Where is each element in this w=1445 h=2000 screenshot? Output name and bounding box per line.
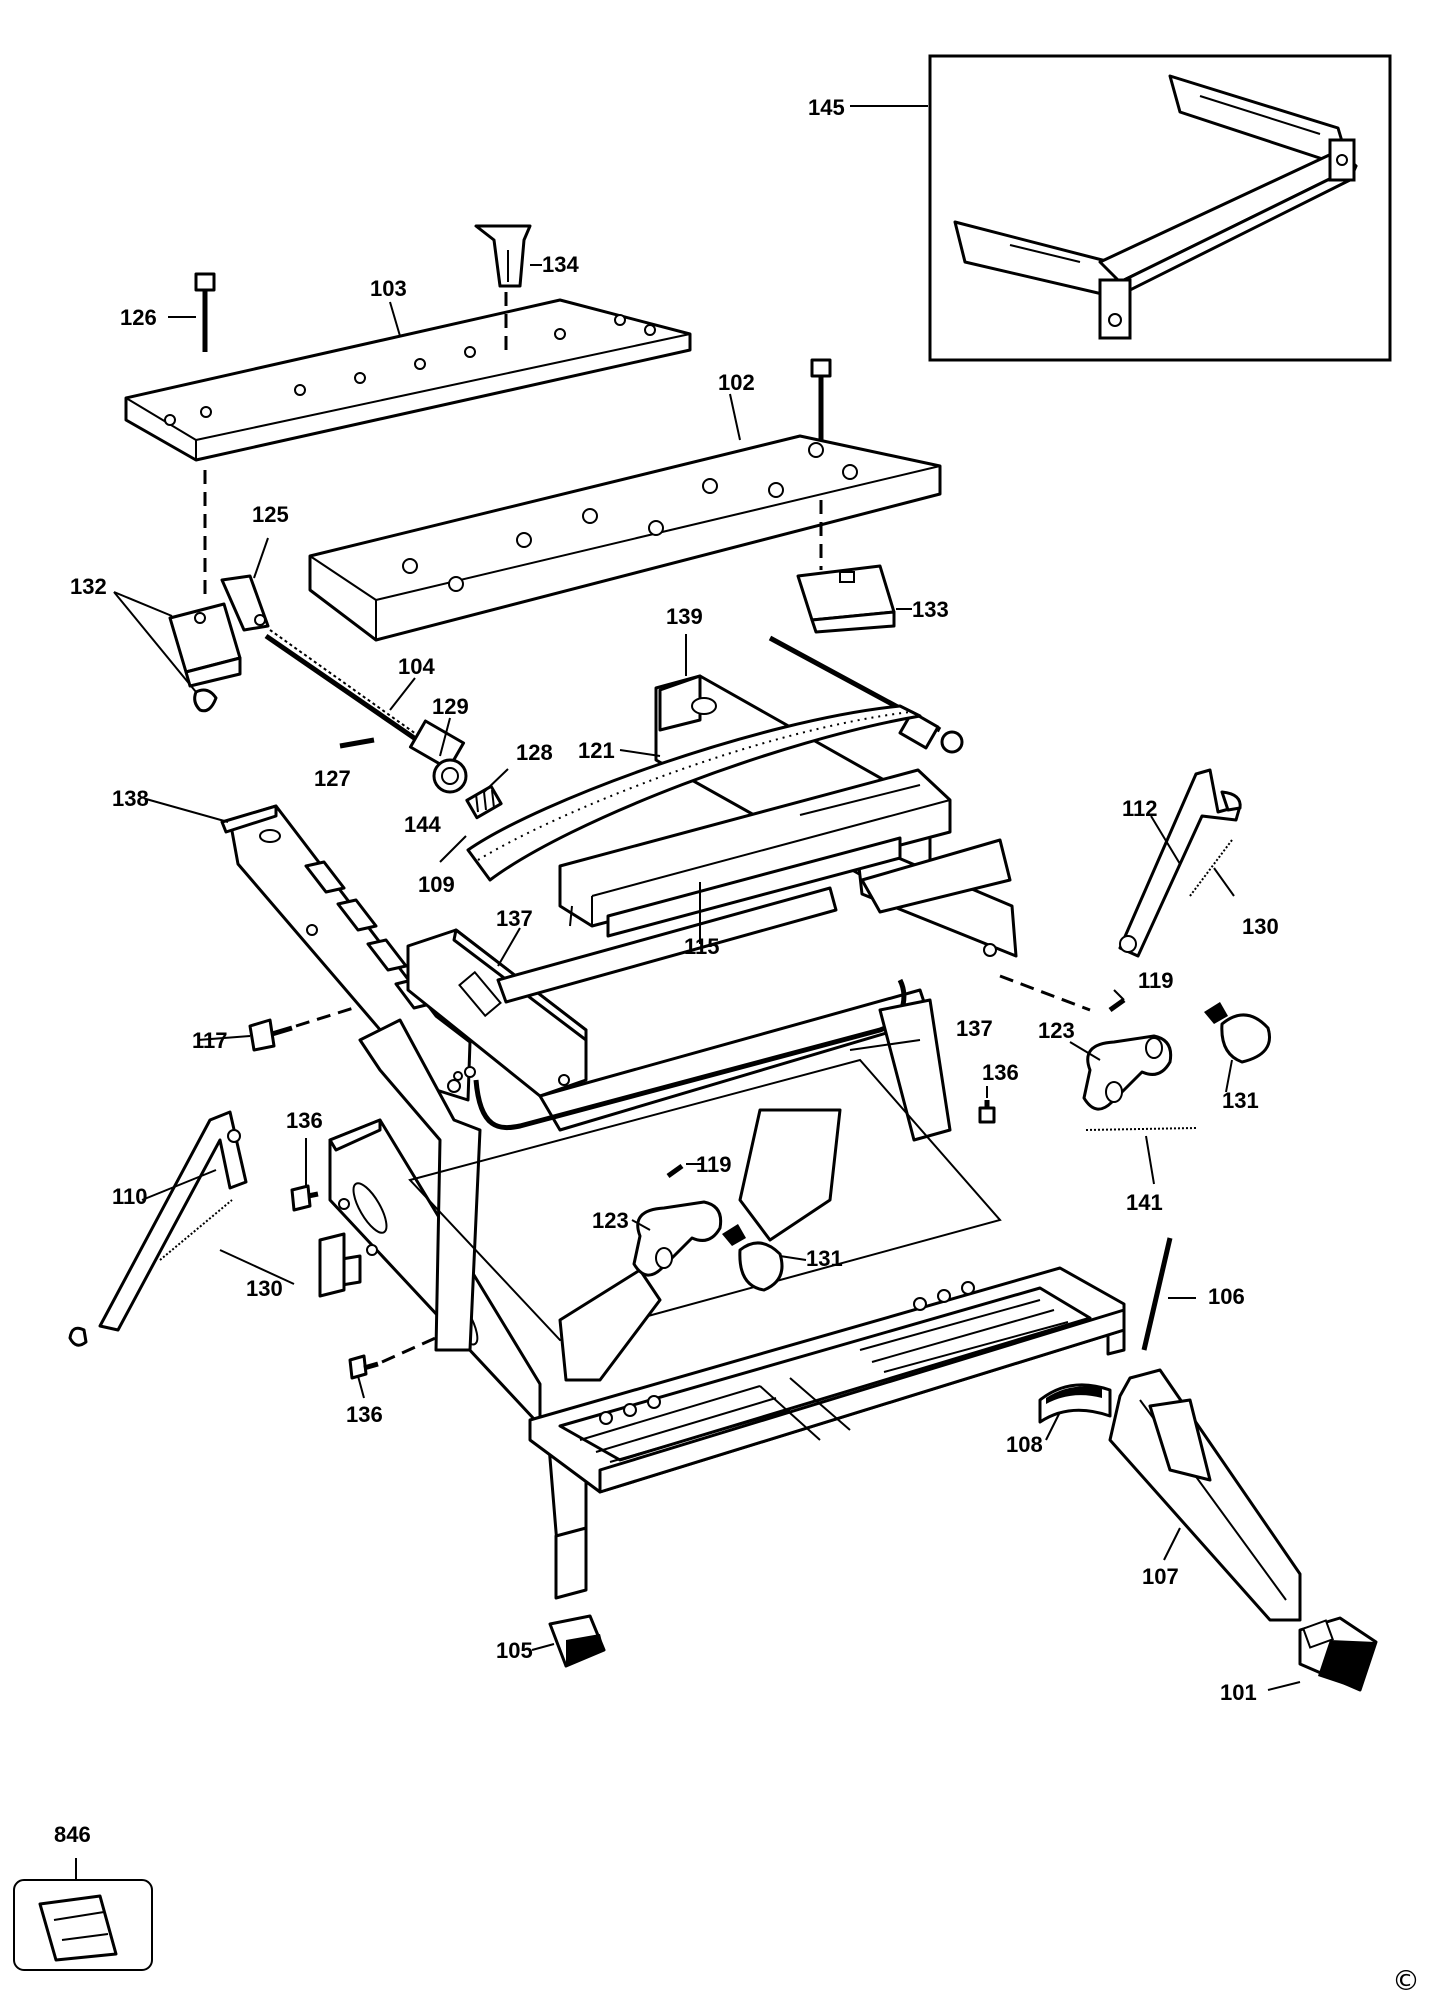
vise-jaw-103 bbox=[124, 298, 692, 462]
rail-137 bbox=[496, 886, 932, 1132]
label-134: 134 bbox=[542, 252, 579, 277]
bolt-126 bbox=[194, 272, 216, 352]
label-119-center: 119 bbox=[696, 1152, 732, 1177]
pivot-123-right bbox=[1082, 1034, 1173, 1111]
frame-rail-upper bbox=[860, 838, 1012, 914]
pin-119-right bbox=[1108, 997, 1126, 1013]
label-137-upper: 137 bbox=[496, 906, 533, 931]
screw-136-a bbox=[290, 1184, 319, 1212]
label-108: 108 bbox=[1006, 1432, 1043, 1457]
screw-117 bbox=[248, 1018, 293, 1052]
pin-127 bbox=[339, 737, 375, 749]
leg-107 bbox=[1108, 1368, 1302, 1622]
label-136-left: 136 bbox=[286, 1108, 323, 1133]
label-109: 109 bbox=[418, 872, 455, 897]
main-frame bbox=[318, 998, 1126, 1600]
foot-105 bbox=[548, 1614, 606, 1668]
label-139: 139 bbox=[666, 604, 703, 629]
label-105: 105 bbox=[496, 1638, 533, 1663]
label-141: 141 bbox=[1126, 1190, 1163, 1215]
label-121: 121 bbox=[578, 738, 615, 763]
label-138: 138 bbox=[112, 786, 149, 811]
label-125: 125 bbox=[252, 502, 289, 527]
label-102: 102 bbox=[718, 370, 755, 395]
label-131-center: 131 bbox=[806, 1246, 843, 1271]
label-129: 129 bbox=[432, 694, 469, 719]
label-846: 846 bbox=[54, 1822, 91, 1847]
label-130-right: 130 bbox=[1242, 914, 1279, 939]
spring-128 bbox=[465, 784, 503, 820]
copyright-symbol: © bbox=[1392, 1964, 1420, 1997]
pivot-123-center bbox=[632, 1200, 723, 1277]
part-labels: 145 134 103 126 102 125 132 133 139 104 … bbox=[54, 95, 1279, 1847]
label-110: 110 bbox=[112, 1184, 148, 1209]
leader-lines bbox=[113, 264, 1301, 1691]
knob-131-right bbox=[1204, 1002, 1271, 1064]
arm-110 bbox=[68, 1110, 248, 1347]
bracket-125 bbox=[220, 574, 270, 632]
bag-846 bbox=[13, 1879, 153, 1971]
label-144: 144 bbox=[404, 812, 441, 837]
label-128: 128 bbox=[516, 740, 553, 765]
spring-141 bbox=[1085, 1127, 1197, 1131]
pin-119-center bbox=[666, 1163, 684, 1179]
label-137-lower: 137 bbox=[956, 1016, 993, 1041]
label-101: 101 bbox=[1220, 1680, 1257, 1705]
strap-109 bbox=[466, 704, 922, 882]
label-123-right: 123 bbox=[1038, 1018, 1075, 1043]
label-145: 145 bbox=[808, 95, 845, 120]
label-107: 107 bbox=[1142, 1564, 1179, 1589]
label-115: 115 bbox=[684, 934, 720, 959]
label-104: 104 bbox=[398, 654, 435, 679]
label-126: 126 bbox=[120, 305, 157, 330]
label-130-left: 130 bbox=[246, 1276, 283, 1301]
brace-loop bbox=[473, 978, 907, 1131]
label-117: 117 bbox=[192, 1028, 228, 1053]
label-132: 132 bbox=[70, 574, 107, 599]
label-127: 127 bbox=[314, 766, 351, 791]
knob-131-center bbox=[722, 1224, 784, 1292]
label-106: 106 bbox=[1208, 1284, 1245, 1309]
label-103: 103 bbox=[370, 276, 407, 301]
label-136-right: 136 bbox=[982, 1060, 1019, 1085]
foot-101 bbox=[1298, 1616, 1378, 1692]
screw-136-b bbox=[348, 1354, 379, 1380]
rod-106 bbox=[1141, 1237, 1173, 1351]
label-123-center: 123 bbox=[592, 1208, 629, 1233]
clip-134 bbox=[474, 224, 532, 288]
label-119-right: 119 bbox=[1138, 968, 1174, 993]
bolt-102 bbox=[810, 358, 832, 440]
vise-jaw-102 bbox=[308, 434, 942, 642]
spindle-104 bbox=[264, 629, 468, 794]
spring-130-right bbox=[1189, 839, 1233, 897]
inset-145 bbox=[928, 54, 1392, 362]
screw-136-c bbox=[978, 1100, 996, 1124]
label-131-right: 131 bbox=[1222, 1088, 1259, 1113]
swivel-block-133 bbox=[796, 564, 896, 634]
tool-tray-115 bbox=[558, 768, 952, 938]
label-136-lower: 136 bbox=[346, 1402, 383, 1427]
bracket-108 bbox=[1038, 1383, 1112, 1424]
swivel-block-132 bbox=[168, 602, 242, 713]
label-133: 133 bbox=[912, 597, 949, 622]
label-112: 112 bbox=[1122, 796, 1158, 821]
